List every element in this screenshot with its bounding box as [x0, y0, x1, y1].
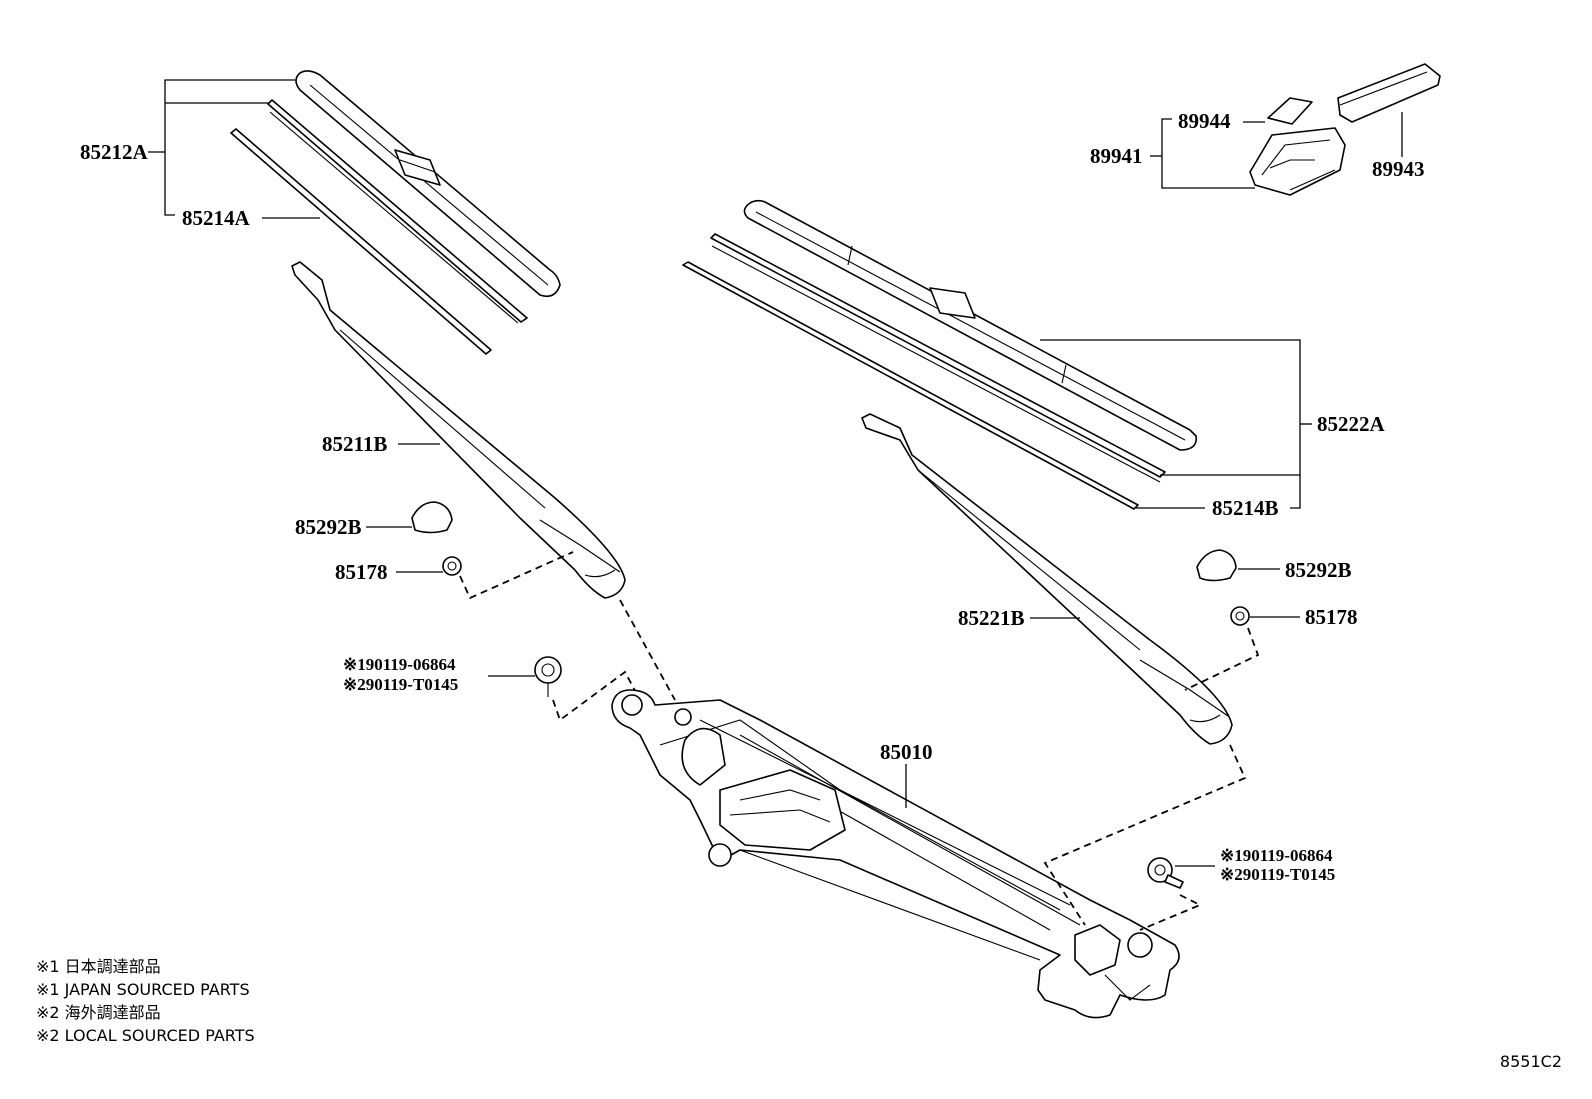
label-85214A: 85214A	[182, 206, 251, 230]
label-85221B: 85221B	[958, 606, 1025, 630]
label-85214B: 85214B	[1212, 496, 1279, 520]
right-mounting-bolt	[1147, 857, 1184, 889]
note-local-sourced-en: ※2 LOCAL SOURCED PARTS	[36, 1026, 255, 1045]
left-blade-refill-85214A	[230, 128, 492, 355]
left-wiper-arm	[291, 261, 626, 599]
right-arm-cap	[1196, 549, 1237, 582]
label-bolt-right-local: ※290119-T0145	[1220, 865, 1335, 884]
diagram-reference-code: 8551C2	[1499, 1052, 1562, 1071]
clip-part-89943	[1337, 63, 1441, 123]
left-arm-cap	[411, 501, 453, 534]
label-85222A: 85222A	[1317, 412, 1386, 436]
clip-part-89941	[1249, 127, 1346, 196]
left-blade-rubber-strip	[267, 99, 528, 324]
label-85292B-right: 85292B	[1285, 558, 1352, 582]
sourcing-notes: ※1 日本調達部品 ※1 JAPAN SOURCED PARTS ※2 海外調達…	[36, 955, 255, 1047]
label-89944: 89944	[1178, 109, 1231, 133]
label-bolt-right-japan: ※190119-06864	[1220, 846, 1333, 865]
label-85211B: 85211B	[322, 432, 387, 456]
label-85178-left: 85178	[335, 560, 388, 584]
right-wiper-arm	[861, 413, 1233, 745]
label-85178-right: 85178	[1305, 605, 1358, 629]
note-japan-sourced-en: ※1 JAPAN SOURCED PARTS	[36, 980, 250, 999]
label-bolt-left-japan: ※190119-06864	[343, 655, 456, 674]
left-nut	[442, 556, 462, 576]
right-blade-rubber-strip	[710, 233, 1166, 483]
note-local-sourced-jp: ※2 海外調達部品	[36, 1003, 161, 1022]
clip-part-89944	[1267, 97, 1313, 125]
label-85292B-left: 85292B	[295, 515, 362, 539]
right-wiper-blade	[743, 199, 1197, 451]
label-85212A: 85212A	[80, 140, 149, 164]
right-nut	[1230, 606, 1250, 626]
label-89941: 89941	[1090, 144, 1143, 168]
left-mounting-bolt	[534, 656, 562, 697]
note-japan-sourced-jp: ※1 日本調達部品	[36, 957, 161, 976]
label-89943: 89943	[1372, 157, 1425, 181]
wiper-link-motor-assembly	[611, 689, 1180, 1019]
left-wiper-blade	[295, 70, 561, 298]
label-85010: 85010	[880, 740, 933, 764]
label-bolt-left-local: ※290119-T0145	[343, 675, 458, 694]
right-blade-refill-85214B	[682, 261, 1139, 510]
